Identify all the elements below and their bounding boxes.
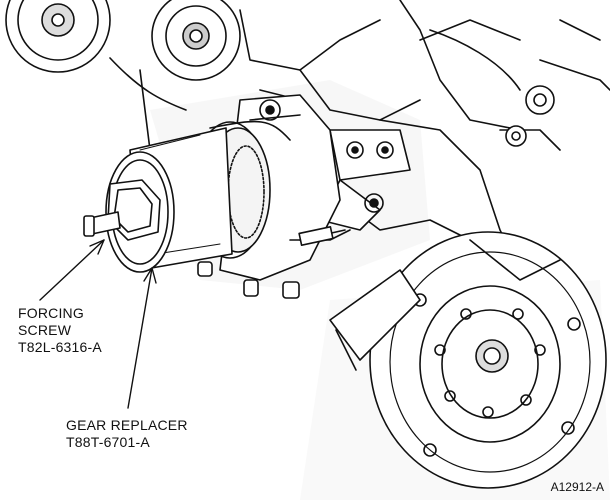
gear-replacer-arrowhead xyxy=(143,267,157,284)
pump-fittings xyxy=(197,226,346,299)
gear-replacer-tool xyxy=(83,120,291,273)
leader-lines xyxy=(39,239,157,409)
forcing-screw-arrowhead xyxy=(89,239,105,255)
idler-pulley xyxy=(151,0,241,81)
forcing-screw-label-line1: FORCING xyxy=(18,305,84,321)
forcing-screw-callout: FORCING SCREW T82L-6316-A xyxy=(18,305,102,356)
gear-replacer-label: GEAR REPLACER xyxy=(66,417,188,433)
figure-id: A12912-A xyxy=(550,480,604,494)
lower-belt xyxy=(329,239,561,371)
gear-replacer-callout: GEAR REPLACER T88T-6701-A xyxy=(66,417,188,451)
forcing-screw-label-line2: SCREW xyxy=(18,322,72,338)
forcing-screw-part-number: T82L-6316-A xyxy=(18,339,102,355)
upper-left-pulley xyxy=(5,0,111,73)
gear-replacer-part-number: T88T-6701-A xyxy=(66,434,150,450)
forcing-screw-leader-line xyxy=(39,239,105,301)
crankshaft-damper xyxy=(369,231,607,489)
gear-replacer-leader-line xyxy=(127,267,153,409)
